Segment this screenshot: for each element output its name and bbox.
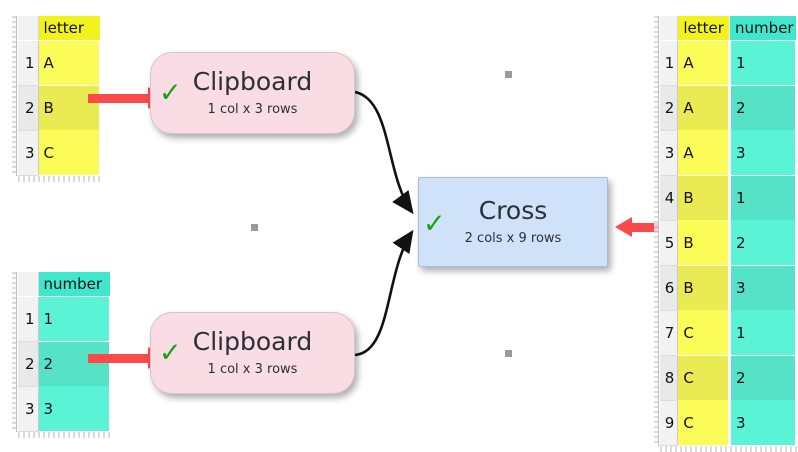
row-number[interactable]: 6: [660, 265, 679, 311]
table-header-row: letter: [18, 16, 101, 41]
node-title: Clipboard: [192, 327, 313, 357]
table-row[interactable]: 6 B 3: [660, 265, 798, 311]
node-subtitle: 1 col x 3 rows: [207, 361, 298, 377]
row-number-corner: [18, 16, 39, 41]
red-arrow-numbers-to-clipboard: [88, 354, 150, 363]
red-arrow-letters-to-clipboard: [88, 94, 150, 103]
numbers-input-table[interactable]: number 1 1 2 2 3 3: [12, 272, 112, 438]
row-number[interactable]: 3: [18, 130, 39, 176]
row-number[interactable]: 4: [660, 175, 679, 221]
cell-letter[interactable]: A: [677, 40, 732, 85]
cell-letter[interactable]: B: [677, 175, 732, 220]
row-number[interactable]: 9: [660, 400, 679, 446]
row-number[interactable]: 7: [660, 310, 679, 356]
cell-number[interactable]: 2: [729, 85, 798, 130]
cell-letter[interactable]: B: [677, 220, 732, 265]
table-header-row: number: [18, 272, 111, 297]
column-header-letter[interactable]: letter: [38, 16, 101, 41]
cell-letter[interactable]: A: [677, 85, 732, 130]
cell-number[interactable]: 2: [729, 220, 798, 265]
connector-clipboard-top-to-cross: [354, 90, 414, 215]
table-grid: letter 1 A 2 B 3 C: [18, 16, 102, 176]
cell-number[interactable]: 1: [729, 175, 798, 220]
table-row[interactable]: 7 C 1: [660, 310, 798, 356]
row-number[interactable]: 2: [18, 341, 39, 387]
table-row[interactable]: 3 3: [18, 386, 112, 432]
table-grid: letter number 1 A 1 2 A 2 3 A 3 4 B 1: [660, 16, 798, 446]
cell-letter[interactable]: C: [677, 355, 732, 400]
check-icon: ✓: [159, 337, 182, 369]
table-header-row: letter number: [660, 16, 797, 41]
table-row[interactable]: 9 C 3: [660, 400, 798, 446]
table-row[interactable]: 1 A: [18, 40, 102, 86]
row-number[interactable]: 1: [660, 40, 679, 86]
row-number[interactable]: 5: [660, 220, 679, 266]
table-row[interactable]: 3 C: [18, 130, 102, 176]
cell-letter[interactable]: B: [677, 265, 732, 310]
node-title: Clipboard: [192, 67, 313, 97]
cell-letter[interactable]: A: [38, 40, 102, 85]
node-clipboard-bottom[interactable]: ✓ Clipboard 1 col x 3 rows: [150, 312, 355, 394]
table-grid: number 1 1 2 2 3 3: [18, 272, 112, 432]
grid-dot-2: [251, 224, 258, 231]
cell-number[interactable]: 3: [729, 265, 798, 310]
row-number[interactable]: 3: [660, 130, 679, 176]
cell-number[interactable]: 3: [729, 130, 798, 175]
cell-letter[interactable]: A: [677, 130, 732, 175]
cell-number[interactable]: 1: [729, 310, 798, 355]
table-row[interactable]: 2 2: [18, 341, 112, 387]
grid-dot-1: [505, 71, 512, 78]
table-edge-ragged-bottom: [18, 175, 102, 182]
table-row[interactable]: 2 B: [18, 85, 102, 131]
cross-output-table[interactable]: letter number 1 A 1 2 A 2 3 A 3 4 B 1: [654, 16, 798, 452]
cell-letter[interactable]: B: [38, 85, 102, 130]
cell-letter[interactable]: C: [38, 130, 102, 175]
cell-number[interactable]: 3: [729, 400, 798, 445]
table-row[interactable]: 5 B 2: [660, 220, 798, 266]
row-number[interactable]: 1: [18, 296, 39, 342]
table-edge-ragged-bottom: [660, 445, 798, 452]
cell-number[interactable]: 1: [38, 296, 112, 341]
node-subtitle: 2 cols x 9 rows: [464, 230, 562, 246]
cell-number[interactable]: 2: [729, 355, 798, 400]
row-number-corner: [18, 272, 39, 297]
row-number[interactable]: 2: [18, 85, 39, 131]
check-icon: ✓: [159, 77, 182, 109]
node-subtitle: 1 col x 3 rows: [207, 101, 298, 117]
check-icon: ✓: [423, 208, 446, 240]
row-number-corner: [660, 16, 679, 41]
cell-number[interactable]: 3: [38, 386, 112, 431]
node-clipboard-top[interactable]: ✓ Clipboard 1 col x 3 rows: [150, 52, 355, 134]
column-header-number[interactable]: number: [729, 16, 797, 41]
row-number[interactable]: 8: [660, 355, 679, 401]
cell-number[interactable]: 2: [38, 341, 112, 386]
table-row[interactable]: 2 A 2: [660, 85, 798, 131]
node-cross[interactable]: ✓ Cross 2 cols x 9 rows: [418, 177, 608, 267]
table-row[interactable]: 4 B 1: [660, 175, 798, 221]
red-arrow-head-left: [615, 217, 632, 237]
column-header-letter[interactable]: letter: [677, 16, 731, 41]
letters-input-table[interactable]: letter 1 A 2 B 3 C: [12, 16, 102, 182]
cell-number[interactable]: 1: [729, 40, 798, 85]
column-header-number[interactable]: number: [38, 272, 111, 297]
table-row[interactable]: 1 A 1: [660, 40, 798, 86]
table-edge-ragged-left: [12, 272, 18, 432]
table-row[interactable]: 8 C 2: [660, 355, 798, 401]
table-edge-ragged-left: [654, 16, 660, 446]
table-row[interactable]: 1 1: [18, 296, 112, 342]
row-number[interactable]: 3: [18, 386, 39, 432]
row-number[interactable]: 1: [18, 40, 39, 86]
connector-clipboard-bottom-to-cross: [354, 229, 414, 357]
cell-letter[interactable]: C: [677, 310, 732, 355]
table-row[interactable]: 3 A 3: [660, 130, 798, 176]
row-number[interactable]: 2: [660, 85, 679, 131]
table-edge-ragged-bottom: [18, 431, 112, 438]
grid-dot-3: [505, 350, 512, 357]
cell-letter[interactable]: C: [677, 400, 732, 445]
node-title: Cross: [478, 196, 548, 226]
table-edge-ragged-left: [12, 16, 18, 176]
